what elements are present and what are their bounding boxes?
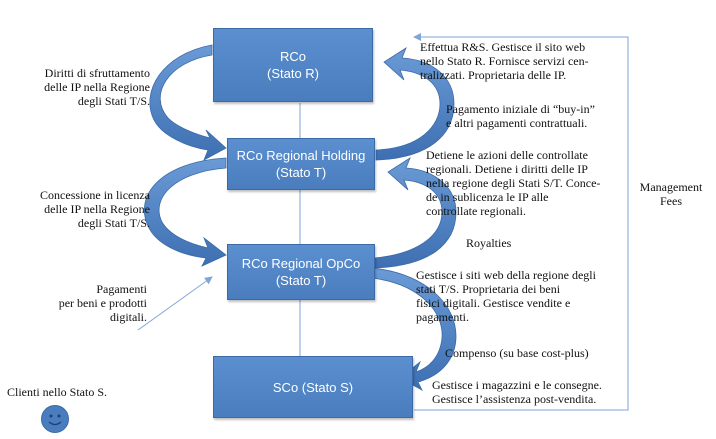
payment-arrow	[137, 276, 213, 331]
sco-description: Gestisce i magazzini e le consegne. Gest…	[432, 378, 602, 406]
ip-rights-label: Diritti di sfruttamento delle IP nella R…	[44, 66, 150, 108]
curved-arrow-holding-to-opco	[143, 157, 227, 267]
opco-box: RCo Regional OpCo (Stato T)	[227, 244, 375, 300]
royalties-label: Royalties	[466, 236, 512, 250]
compenso-label: Compenso (su base cost-plus)	[445, 346, 589, 360]
buy-in-label: Pagamento iniziale di “buy-in” e altri p…	[446, 102, 595, 130]
payments-label: Pagamenti per beni e prodotti digitali.	[58, 282, 147, 324]
management-fees-label: Management Fees	[639, 180, 703, 208]
curved-arrow-holding-to-rco	[375, 46, 455, 161]
curved-arrow-opco-to-holding	[373, 156, 457, 269]
holding-state: (Stato T)	[275, 165, 327, 180]
rco-state: (Stato R)	[266, 66, 319, 81]
curved-arrow-opco-to-sco	[371, 267, 457, 391]
rco-box: RCo (Stato R)	[213, 28, 373, 102]
sco-box: SCo (Stato S)	[213, 356, 413, 418]
management-fees-line	[413, 33, 629, 411]
opco-description: Gestisce i siti web della regione degli …	[416, 268, 596, 324]
rco-description: Effettua R&S. Gestisce il sito web nello…	[420, 40, 589, 82]
holding-box: RCo Regional Holding (Stato T)	[227, 138, 375, 190]
clients-label: Clienti nello Stato S.	[7, 385, 108, 399]
rco-name: RCo	[279, 49, 306, 64]
opco-state: (Stato T)	[275, 273, 327, 288]
holding-name: RCo Regional Holding	[236, 148, 366, 163]
sco-name: SCo (Stato S)	[272, 379, 354, 395]
opco-name: RCo Regional OpCo	[241, 256, 361, 271]
curved-arrow-rco-to-holding	[149, 44, 227, 161]
holding-description: Detiene le azioni delle controllate regi…	[426, 148, 601, 218]
smiley-face-icon	[41, 405, 69, 433]
ip-license-label: Concessione in licenza delle IP nella Re…	[40, 188, 150, 230]
